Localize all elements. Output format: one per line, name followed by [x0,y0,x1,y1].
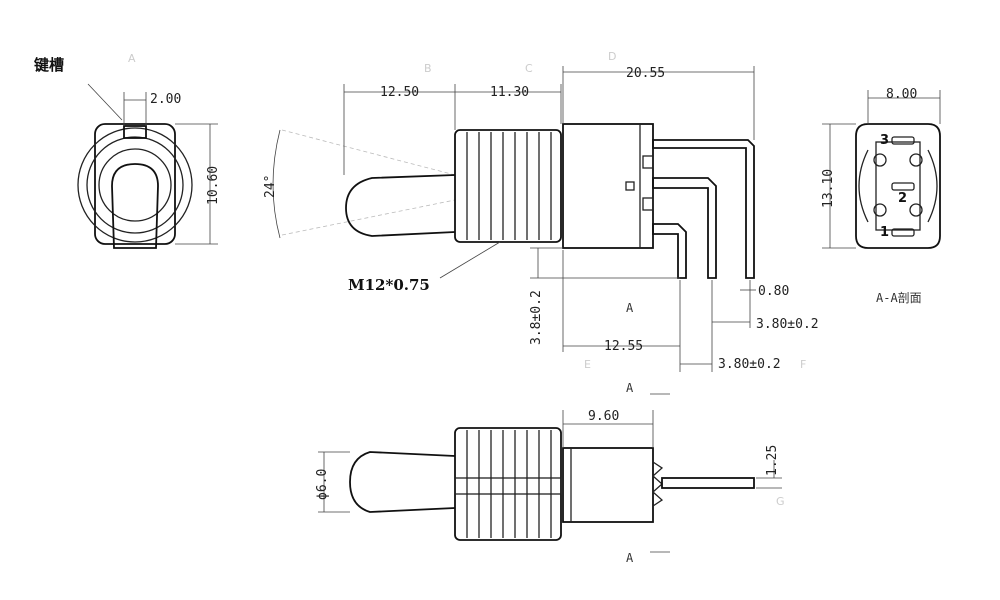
angle-lines [281,129,456,236]
grid-letters: A B C D E F G [128,50,806,508]
bottom-keyway-band [454,477,562,495]
bottom-body-dim [562,410,654,448]
pin-outer [652,139,755,279]
thread-leader [439,241,501,279]
side-bushing [454,129,562,243]
keyway-label: 键槽 [33,56,64,74]
front-bushing-circle [98,148,172,222]
section-caption: A-A剖面 [876,291,922,305]
section-inner-rect [875,141,921,231]
keyway-width-value: 2.00 [150,92,181,107]
lever-length-value: 12.50 [380,85,419,100]
top-dim-lines [343,84,562,175]
pin-length-dim [562,250,681,372]
section-view: 3 2 1 8.00 13.10 A-A剖面 [821,87,941,305]
pin-number-2: 2 [898,191,907,206]
bottom-thread-lines [466,430,552,538]
grid-letter-d: D [608,50,616,63]
front-height-dim [175,123,218,245]
pin-middle [652,177,717,279]
pin-thickness-dim [756,460,782,489]
side-body-tab-bottom [642,197,654,211]
pin-number-3: 3 [880,133,889,148]
pin-inner [652,223,687,279]
front-lever [111,163,159,249]
pin-number-1: 1 [880,225,889,240]
side-body-window [625,181,635,191]
body-length-dim [562,66,755,140]
side-thread-lines [466,132,552,240]
grid-letter-a: A [128,52,136,65]
body-length-value: 20.55 [626,66,665,81]
side-lever [345,174,456,237]
angle-value: 24° [263,175,278,198]
section-pin-slot-1 [891,228,915,237]
section-rivet-tl [873,153,887,167]
thread-label: M12*0.75 [348,276,430,294]
section-width-value: 8.00 [886,87,917,102]
bottom-lever [349,451,456,513]
front-body-outline [94,123,176,245]
lever-diameter-dim [318,451,350,513]
bottom-body-length-value: 9.60 [588,409,619,424]
section-pin-slot-3 [891,136,915,145]
section-width-dim [867,90,941,124]
bottom-bushing [454,427,562,541]
front-view: 键槽 2.00 10.60 [33,56,221,249]
front-inner-circle [86,136,184,234]
pin-pitch-a-value: 3.80±0.2 [756,317,819,332]
section-rivet-bl [873,203,887,217]
pin-length-value: 12.55 [604,339,643,354]
pin-offset-dim [530,247,680,279]
front-height-value: 10.60 [206,166,221,205]
grid-letter-b: B [424,62,432,75]
section-cut-ticks [650,393,670,553]
section-height-dim [822,123,856,249]
pin-pitch-a-dim [712,280,751,328]
bushing-length-value: 11.30 [490,85,529,100]
pin-offset-value: 3.8±0.2 [529,290,544,345]
section-rivet-tr [909,153,923,167]
grid-letter-e: E [584,358,591,371]
grid-letter-g: G [776,495,785,508]
front-nut-circle [77,127,193,243]
bottom-body [562,447,654,523]
lever-diameter-value: ϕ6.0 [315,469,330,500]
keyway-width-dim [123,92,147,126]
grid-letter-c: C [525,62,533,75]
section-rivet-br [909,203,923,217]
bottom-body-crimp [652,461,664,507]
keyway-slot [123,125,147,139]
section-curves [858,149,938,223]
keyway-leader [87,83,123,121]
bottom-view: 9.60 ϕ6.0 1.25 A A [315,381,782,565]
side-view: 24° M12*0.75 12.50 11.30 20.55 3.8±0 [263,66,819,372]
section-marker-lower: A [626,551,634,565]
section-pin-slot-2 [891,182,915,191]
side-body-tab-top [642,155,654,169]
bottom-pin [661,477,755,489]
section-outline [855,123,941,249]
section-height-value: 13.10 [821,169,836,208]
pin-pitch-b-dim [680,280,713,372]
pin-pitch-b-value: 3.80±0.2 [718,357,781,372]
pin-thickness-value: 1.25 [765,445,780,476]
grid-letter-f: F [800,358,806,371]
pin-width-value: 0.80 [758,284,789,299]
section-marker-upper: A [626,381,634,395]
angle-arc [272,129,281,239]
section-marker-top: A [626,301,634,315]
